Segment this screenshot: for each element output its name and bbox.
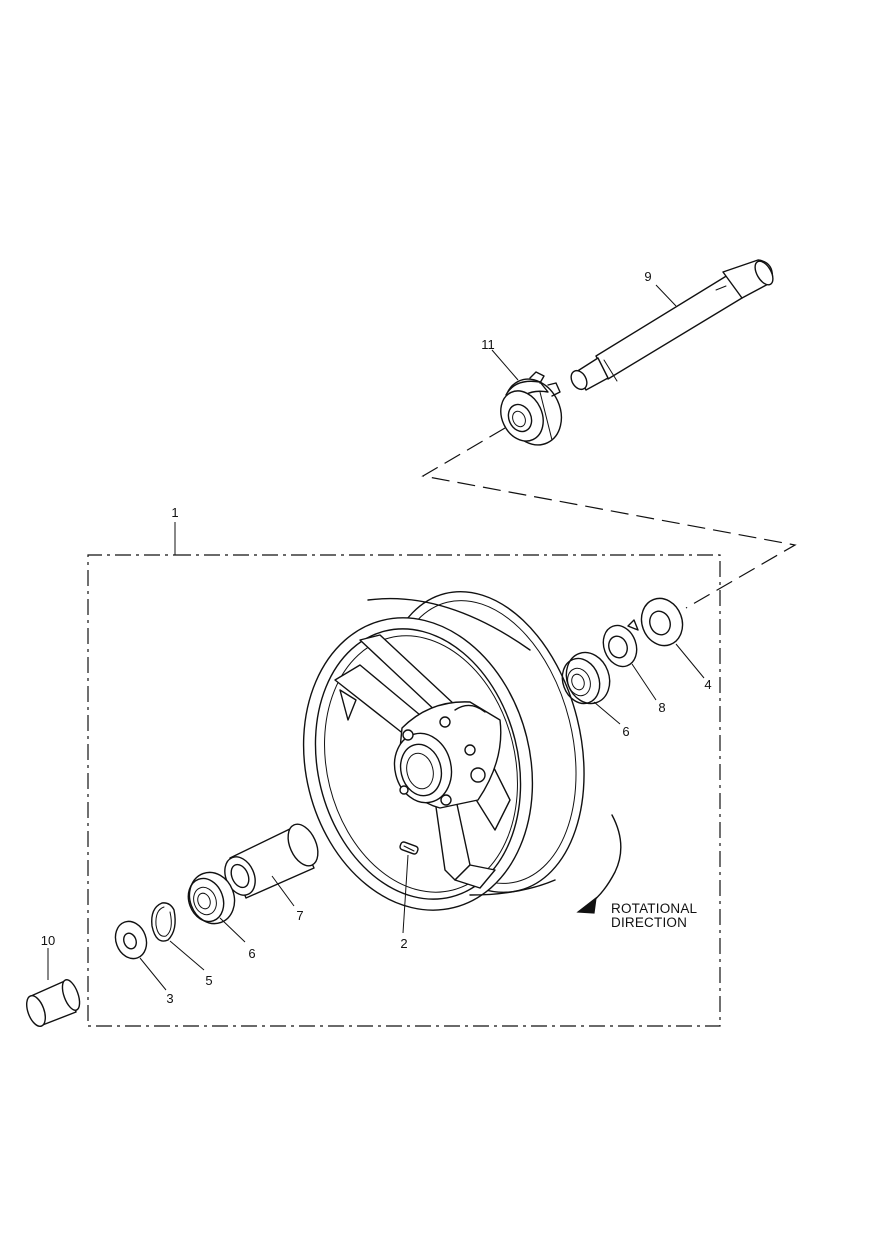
seal-3 bbox=[114, 920, 167, 991]
axle-path-dashed-line bbox=[421, 427, 797, 609]
valve-2 bbox=[399, 841, 419, 934]
callout-4: 4 bbox=[704, 677, 711, 692]
callout-7: 7 bbox=[296, 908, 303, 923]
spacer-tube-7 bbox=[224, 823, 319, 907]
callout-1: 1 bbox=[171, 505, 178, 520]
tab-washer-8 bbox=[602, 619, 657, 701]
spacer-4 bbox=[640, 597, 705, 679]
callout-5: 5 bbox=[205, 973, 212, 988]
bearing-6-left bbox=[187, 871, 246, 943]
circlip-5 bbox=[151, 902, 205, 971]
bush-10 bbox=[26, 948, 81, 1027]
wheel-hub bbox=[393, 701, 502, 809]
spindle-9 bbox=[570, 259, 774, 391]
rotational-direction-caption: ROTATIONAL DIRECTION bbox=[611, 901, 698, 930]
rotation-direction-arrow bbox=[576, 814, 622, 914]
assembly-1-boundary bbox=[87, 522, 721, 1027]
callout-11: 11 bbox=[481, 337, 495, 352]
caption-line-1: ROTATIONAL bbox=[611, 901, 698, 916]
caption-line-2: DIRECTION bbox=[611, 915, 687, 930]
callout-labels: 1 2 3 4 5 6 6 7 8 9 10 11 bbox=[41, 269, 712, 1006]
callout-2: 2 bbox=[400, 936, 407, 951]
speedo-drive-11 bbox=[491, 349, 563, 446]
wheel-spokes bbox=[334, 634, 511, 889]
callout-6-left: 6 bbox=[248, 946, 255, 961]
callout-6-right: 6 bbox=[622, 724, 629, 739]
callout-10: 10 bbox=[41, 933, 55, 948]
callout-3: 3 bbox=[166, 991, 173, 1006]
callout-8: 8 bbox=[658, 700, 665, 715]
callout-9: 9 bbox=[644, 269, 651, 284]
bearing-6-right bbox=[561, 651, 621, 725]
